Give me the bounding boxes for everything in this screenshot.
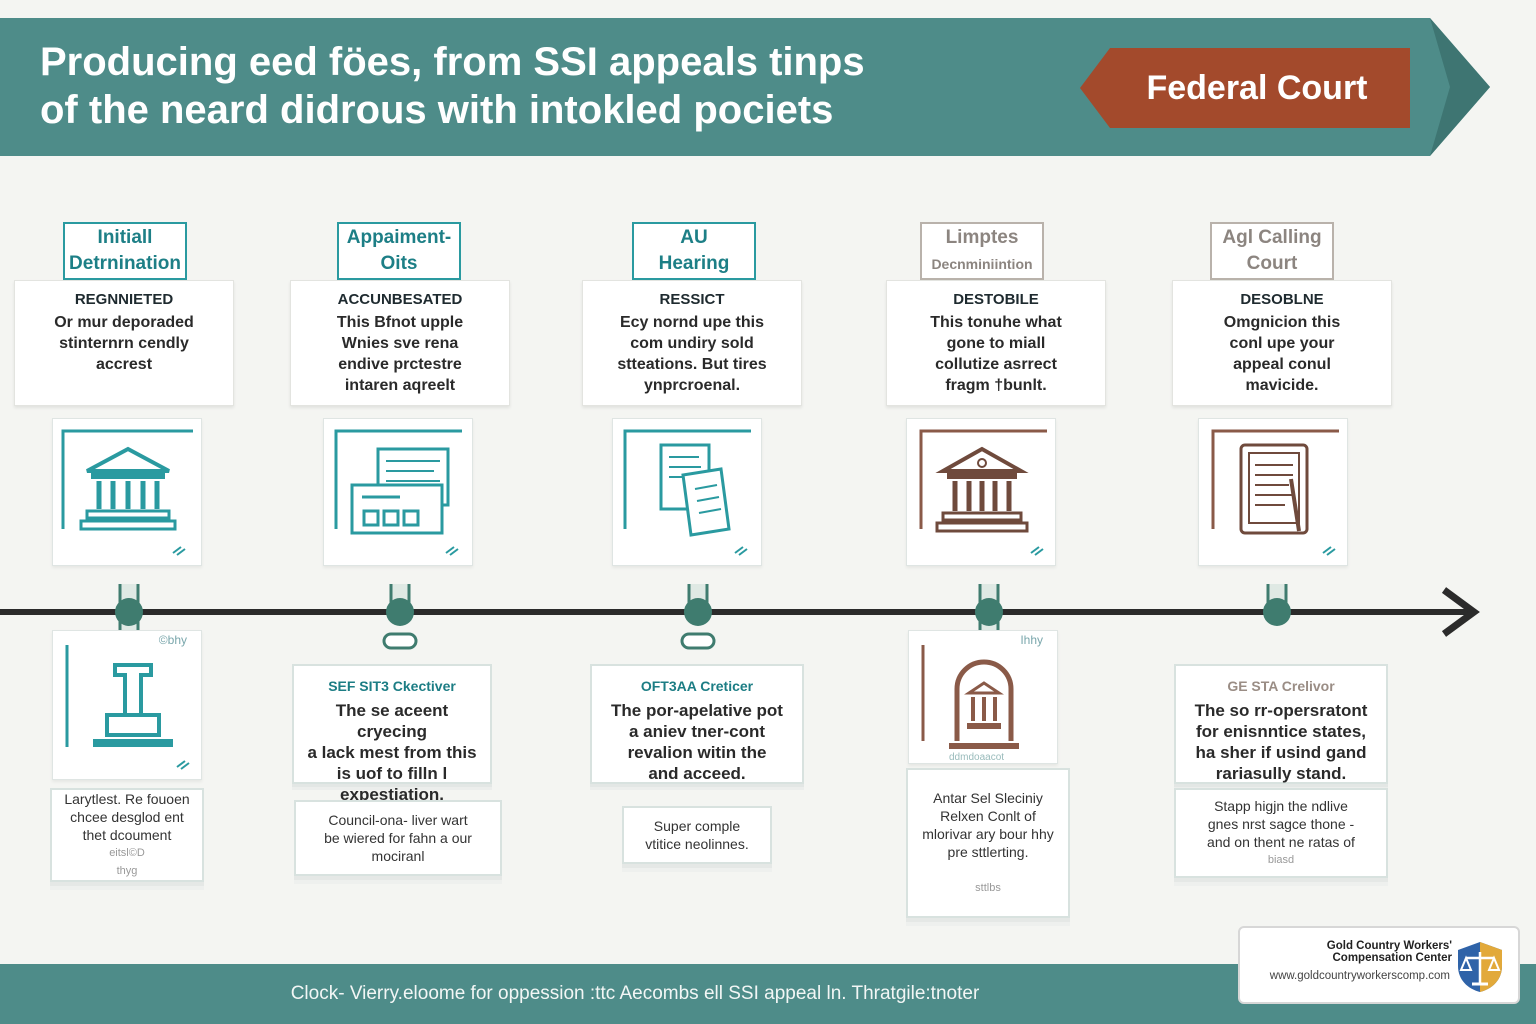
- court-tag-shape: [1080, 48, 1410, 128]
- lower-card-label: SEF SIT3 Ckectiver: [328, 678, 456, 694]
- courthouse-icon: [906, 418, 1056, 566]
- scales-shield-icon: [1458, 942, 1502, 992]
- company-logo-box: Gold Country Workers' Compensation Cente…: [1238, 926, 1520, 1004]
- footer-caption: Clock- Vierry.eloome for oppession :ttc …: [290, 983, 980, 1004]
- hearing-papers-icon: [612, 418, 762, 566]
- timeline-arrowhead: [1441, 587, 1480, 637]
- stage-label: DESTOBILE: [953, 291, 1039, 308]
- card-scribble: ©bhy: [158, 633, 187, 647]
- stage-label: ACCUNBESATED: [337, 291, 463, 308]
- stage-label: REGNNIETED: [74, 291, 174, 308]
- stage-title: Appaiment-Oits: [337, 222, 461, 280]
- timeline-node-5: [1263, 584, 1291, 626]
- court-tag-label: Federal Court: [1146, 68, 1368, 107]
- company-name: Gold Country Workers' Compensation Cente…: [1326, 940, 1452, 964]
- page-title: Producing eed föes, from SSI appeals tin…: [40, 38, 1040, 134]
- lower-card-1: SEF SIT3 Ckectiver The se aceent cryecin…: [292, 664, 492, 804]
- timeline-node-3: [680, 584, 716, 650]
- stage-label: DESOBLNE: [1240, 291, 1324, 308]
- lower-card-label: OFT3AA Creticer: [640, 678, 754, 694]
- timeline: [0, 584, 1480, 650]
- government-building-icon: [52, 418, 202, 566]
- stage-label: RESSICT: [659, 291, 725, 308]
- stamp-icon: ©bhy: [52, 630, 202, 780]
- card-scribble: Ihhy: [1020, 633, 1043, 647]
- company-url: www.goldcountryworkerscomp.com: [1269, 970, 1450, 982]
- court-document-icon: [1198, 418, 1348, 566]
- title-line-2: of the neard didrous with intokled pocie…: [40, 88, 834, 132]
- documents-icon: [323, 418, 473, 566]
- title-line-1: Producing eed föes, from SSI appeals tin…: [40, 40, 865, 84]
- timeline-node-2: [382, 584, 418, 650]
- lower-card-label: GE STA Crelivor: [1227, 678, 1335, 694]
- federal-court-tag: Federal Court: [1080, 48, 1410, 128]
- archway-icon: Ihhy ddmdoaacot: [908, 630, 1058, 764]
- card-scribble: ddmdoaacot: [949, 752, 1005, 763]
